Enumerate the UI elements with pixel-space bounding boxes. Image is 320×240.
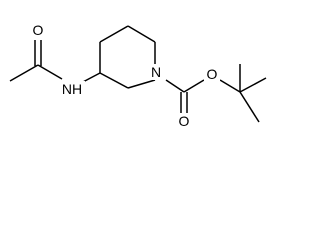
bond-tbu-methyl-bottom — [239, 91, 260, 123]
label-mask-n-ring — [148, 64, 164, 80]
bond-carbonyl-ester-o — [183, 79, 205, 93]
bond-c4-c5 — [99, 25, 129, 43]
bond-c2-c3 — [99, 72, 129, 89]
bond-n-carbonyl — [165, 79, 185, 93]
bond-tbu-methyl-right — [239, 77, 267, 93]
label-mask-nh — [59, 81, 85, 97]
bond-n-c2 — [127, 79, 156, 89]
bond-ester-o-quaternary-c — [219, 79, 241, 93]
label-mask-o-acetyl — [30, 22, 46, 38]
label-mask-o-carbonyl — [176, 113, 192, 129]
bond-c5-c6 — [127, 25, 156, 43]
atom-o-carbonyl: O — [179, 113, 190, 129]
atom-n-ring: N — [151, 64, 161, 80]
bond-methyl-carbonyl — [9, 64, 39, 82]
chemical-structure: O NH N O O — [9, 22, 267, 129]
label-mask-o-ester — [204, 66, 220, 82]
atom-o-acetyl: O — [33, 22, 44, 38]
atom-nh: NH — [62, 81, 82, 97]
bond-carbonyl-nh — [37, 64, 63, 80]
atom-o-ester: O — [207, 66, 218, 82]
